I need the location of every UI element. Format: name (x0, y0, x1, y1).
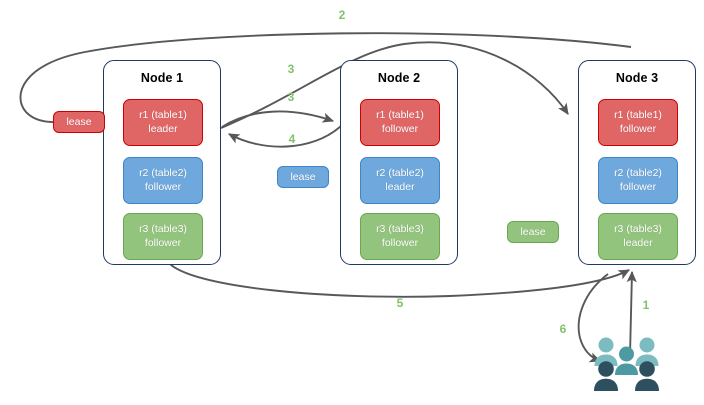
lease-badge-table2[interactable]: lease (277, 166, 329, 188)
node-3-replica-r1[interactable]: r1 (table1) follower (598, 99, 678, 146)
step-label-4: 4 (288, 132, 296, 146)
lease-badge-table1[interactable]: lease (53, 111, 105, 133)
replica-name: r3 (table3) (139, 223, 187, 235)
node-1-container[interactable]: Node 1 r1 (table1) leader r2 (table2) fo… (103, 60, 221, 265)
node-3-replica-r2[interactable]: r2 (table2) follower (598, 157, 678, 204)
people-group-svg (594, 337, 659, 391)
replica-name: r3 (table3) (376, 223, 424, 235)
replica-role: follower (619, 122, 657, 135)
step-label-2: 2 (338, 8, 346, 22)
step-label-3-short: 3 (287, 90, 295, 104)
replica-name: r1 (table1) (614, 109, 662, 121)
node-2-title: Node 2 (377, 71, 421, 85)
replica-role: leader (623, 236, 653, 249)
replica-role: follower (144, 180, 182, 193)
edge-step-5 (167, 261, 631, 298)
replica-role: leader (148, 122, 178, 135)
lease-badge-table3[interactable]: lease (507, 221, 559, 243)
replica-role: follower (381, 236, 419, 249)
node-2-container[interactable]: Node 2 r1 (table1) follower r2 (table2) … (340, 60, 458, 265)
edge-step-3-short (221, 110, 335, 128)
step-label-6: 6 (559, 322, 567, 336)
replica-role: follower (381, 122, 419, 135)
replica-role: leader (385, 180, 415, 193)
replica-name: r1 (table1) (376, 109, 424, 121)
step-label-3-long: 3 (287, 62, 295, 76)
replica-name: r2 (table2) (139, 167, 187, 179)
node-1-replica-r1[interactable]: r1 (table1) leader (123, 99, 203, 146)
replica-name: r3 (table3) (614, 223, 662, 235)
node-2-replica-r3[interactable]: r3 (table3) follower (360, 213, 440, 260)
node-3-replica-r3[interactable]: r3 (table3) leader (598, 213, 678, 260)
node-3-title: Node 3 (615, 71, 659, 85)
people-group-icon (592, 335, 664, 393)
node-1-replica-r2[interactable]: r2 (table2) follower (123, 157, 203, 204)
node-1-replica-r3[interactable]: r3 (table3) follower (123, 213, 203, 260)
replica-name: r2 (table2) (376, 167, 424, 179)
step-label-5: 5 (396, 296, 404, 310)
node-1-title: Node 1 (140, 71, 184, 85)
step-label-1: 1 (642, 298, 650, 312)
node-2-replica-r2[interactable]: r2 (table2) leader (360, 157, 440, 204)
replica-name: r1 (table1) (139, 109, 187, 121)
replica-name: r2 (table2) (614, 167, 662, 179)
replica-role: follower (619, 180, 657, 193)
replica-role: follower (144, 236, 182, 249)
node-2-replica-r1[interactable]: r1 (table1) follower (360, 99, 440, 146)
node-3-container[interactable]: Node 3 r1 (table1) follower r2 (table2) … (578, 60, 696, 265)
